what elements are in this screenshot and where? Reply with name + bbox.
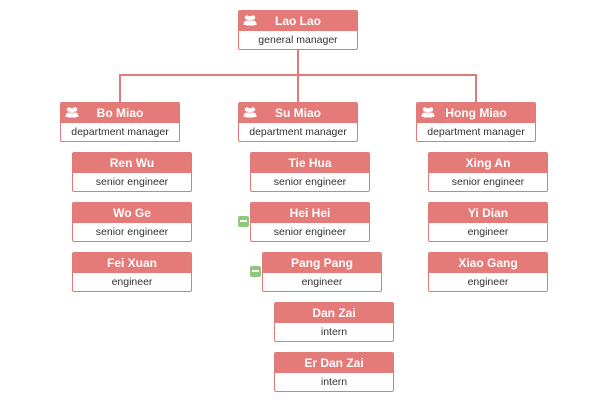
node-pang-pang[interactable]: Pang Pang engineer — [262, 252, 382, 292]
collapse-toggle-icon[interactable] — [250, 266, 261, 277]
node-name: Dan Zai — [312, 306, 356, 320]
group-icon — [65, 107, 79, 118]
node-title: department manager — [249, 126, 347, 138]
node-title: department manager — [71, 126, 169, 138]
node-title: engineer — [467, 226, 509, 238]
node-fei-xuan[interactable]: Fei Xuan engineer — [72, 252, 192, 292]
node-title: engineer — [111, 276, 153, 288]
node-title: general manager — [258, 34, 338, 46]
node-yi-dian[interactable]: Yi Dian engineer — [428, 202, 548, 242]
node-title: intern — [320, 326, 348, 338]
node-name: Wo Ge — [113, 206, 151, 220]
group-icon — [243, 107, 257, 118]
node-name: Hong Miao — [445, 106, 507, 120]
node-name: Tie Hua — [288, 156, 332, 170]
node-su-miao[interactable]: Su Miao department manager — [238, 102, 358, 142]
node-tie-hua[interactable]: Tie Hua senior engineer — [250, 152, 370, 192]
node-title: engineer — [467, 276, 509, 288]
node-bo-miao[interactable]: Bo Miao department manager — [60, 102, 180, 142]
node-name: Pang Pang — [290, 256, 353, 270]
node-name: Er Dan Zai — [304, 356, 364, 370]
node-title: senior engineer — [451, 176, 525, 188]
node-name: Fei Xuan — [106, 256, 157, 270]
node-title: senior engineer — [273, 226, 347, 238]
node-dan-zai[interactable]: Dan Zai intern — [274, 302, 394, 342]
node-title: senior engineer — [95, 226, 169, 238]
node-name: Su Miao — [274, 106, 321, 120]
node-ren-wu[interactable]: Ren Wu senior engineer — [72, 152, 192, 192]
node-name: Ren Wu — [109, 156, 155, 170]
node-name: Hei Hei — [289, 206, 331, 220]
node-name: Xing An — [465, 156, 511, 170]
node-title: senior engineer — [95, 176, 169, 188]
group-icon — [421, 107, 435, 118]
node-title: senior engineer — [273, 176, 347, 188]
node-title: engineer — [301, 276, 343, 288]
node-xing-an[interactable]: Xing An senior engineer — [428, 152, 548, 192]
node-wo-ge[interactable]: Wo Ge senior engineer — [72, 202, 192, 242]
node-name: Yi Dian — [467, 206, 509, 220]
node-er-dan-zai[interactable]: Er Dan Zai intern — [274, 352, 394, 392]
node-title: department manager — [427, 126, 525, 138]
node-title: intern — [320, 376, 348, 388]
node-name: Xiao Gang — [458, 256, 518, 270]
node-name: Lao Lao — [274, 14, 321, 28]
node-lao-lao[interactable]: Lao Lao general manager — [238, 10, 358, 50]
group-icon — [243, 15, 257, 26]
collapse-toggle-icon[interactable] — [238, 216, 249, 227]
node-name: Bo Miao — [96, 106, 144, 120]
node-xiao-gang[interactable]: Xiao Gang engineer — [428, 252, 548, 292]
node-hei-hei[interactable]: Hei Hei senior engineer — [250, 202, 370, 242]
node-hong-miao[interactable]: Hong Miao department manager — [416, 102, 536, 142]
